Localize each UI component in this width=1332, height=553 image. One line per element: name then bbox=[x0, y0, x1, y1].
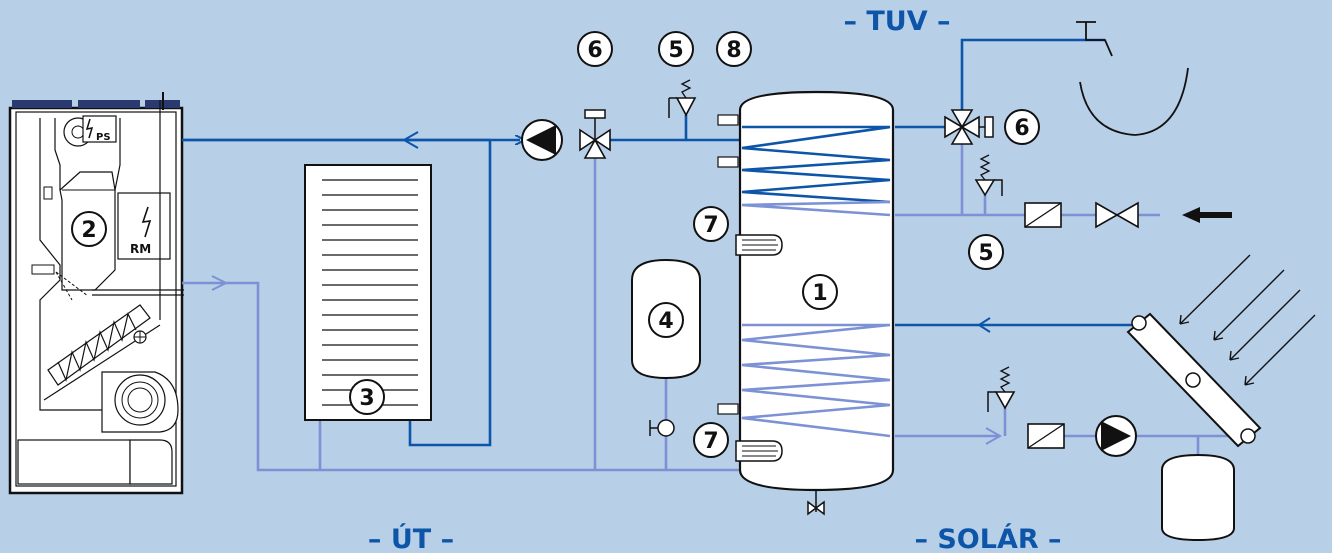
sun-rays bbox=[1179, 254, 1316, 386]
badge-6-heating: 6 bbox=[577, 31, 613, 67]
badge-4: 4 bbox=[648, 302, 684, 338]
badge-6-dhw: 6 bbox=[1004, 109, 1040, 145]
heating-pump bbox=[521, 119, 563, 161]
badge-2-label: 2 bbox=[81, 218, 96, 243]
shutoff-valve-dhw bbox=[1095, 201, 1139, 229]
cold-water-inlet-arrow bbox=[1182, 207, 1232, 223]
badge-5-safety-valve: 5 bbox=[658, 31, 694, 67]
badge-5b-label: 5 bbox=[978, 241, 993, 266]
badge-2: 2 bbox=[71, 211, 107, 247]
badge-4-label: 4 bbox=[658, 309, 673, 334]
badge-8: 8 bbox=[716, 31, 752, 67]
badge-7a-label: 7 bbox=[703, 213, 718, 238]
flow-arrows bbox=[211, 131, 1003, 445]
badge-1-label: 1 bbox=[812, 281, 827, 306]
rm-label: RM bbox=[130, 242, 151, 256]
faucet-basin bbox=[1076, 21, 1189, 136]
section-title-ut: – ÚT – bbox=[368, 523, 454, 553]
check-valve-solar bbox=[1027, 423, 1065, 449]
section-title-tuv: – TUV – bbox=[843, 6, 950, 37]
ps-label: PS bbox=[96, 132, 111, 143]
badge-1: 1 bbox=[802, 274, 838, 310]
badge-5-dhw: 5 bbox=[968, 234, 1004, 270]
badge-7b-label: 7 bbox=[703, 429, 718, 454]
badge-5a-label: 5 bbox=[668, 38, 683, 63]
storage-tank bbox=[717, 90, 895, 516]
safety-valve-solar bbox=[987, 366, 1016, 436]
mixing-valve-heating bbox=[579, 109, 611, 159]
badge-3-label: 3 bbox=[359, 386, 374, 411]
section-title-solar: – SOLÁR – bbox=[914, 523, 1061, 553]
radiator bbox=[304, 164, 432, 421]
mixing-valve-dhw bbox=[944, 109, 994, 145]
badge-8-label: 8 bbox=[726, 38, 741, 63]
solar-expansion-vessel bbox=[1161, 453, 1235, 542]
safety-valve-dhw bbox=[974, 154, 1003, 197]
badge-3: 3 bbox=[349, 379, 385, 415]
boiler: PS RM bbox=[8, 92, 184, 495]
safety-valve-heating bbox=[668, 79, 697, 140]
solar-pump bbox=[1095, 415, 1137, 457]
badge-6b-label: 6 bbox=[1014, 116, 1029, 141]
check-valve-dhw bbox=[1024, 202, 1062, 228]
badge-7-lower: 7 bbox=[693, 422, 729, 458]
solar-collector bbox=[1126, 312, 1262, 448]
badge-6a-label: 6 bbox=[587, 38, 602, 63]
badge-7-upper: 7 bbox=[693, 206, 729, 242]
